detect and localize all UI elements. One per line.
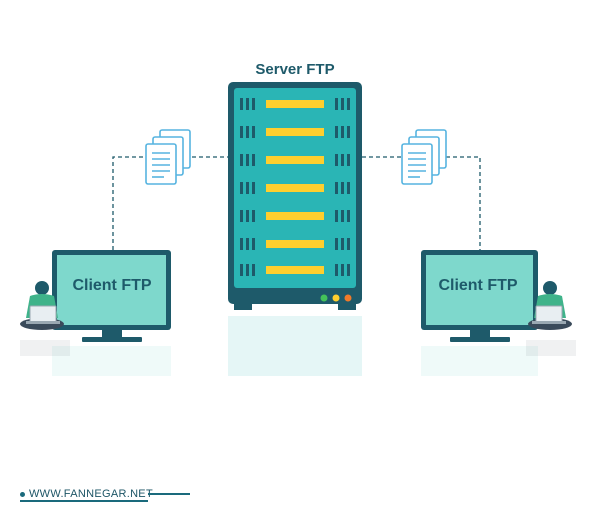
footer-underline-extension — [148, 493, 190, 495]
footer-underline — [20, 500, 148, 502]
website-text: WWW.FANNEGAR.NET — [29, 488, 153, 500]
connector-left — [112, 156, 228, 250]
person-with-laptop-icon — [20, 281, 70, 356]
bullet-icon — [20, 491, 25, 497]
monitor-icon — [52, 250, 171, 376]
footer-website: WWW.FANNEGAR.NET — [20, 486, 153, 502]
client-right-label: Client FTP — [438, 277, 518, 294]
server-icon — [228, 82, 362, 376]
documents-icon — [401, 129, 447, 185]
person-with-laptop-icon — [526, 281, 576, 356]
monitor-icon — [421, 250, 538, 376]
server-label: Server FTP — [255, 61, 335, 78]
client-left-label: Client FTP — [72, 277, 152, 294]
documents-icon — [145, 129, 191, 185]
